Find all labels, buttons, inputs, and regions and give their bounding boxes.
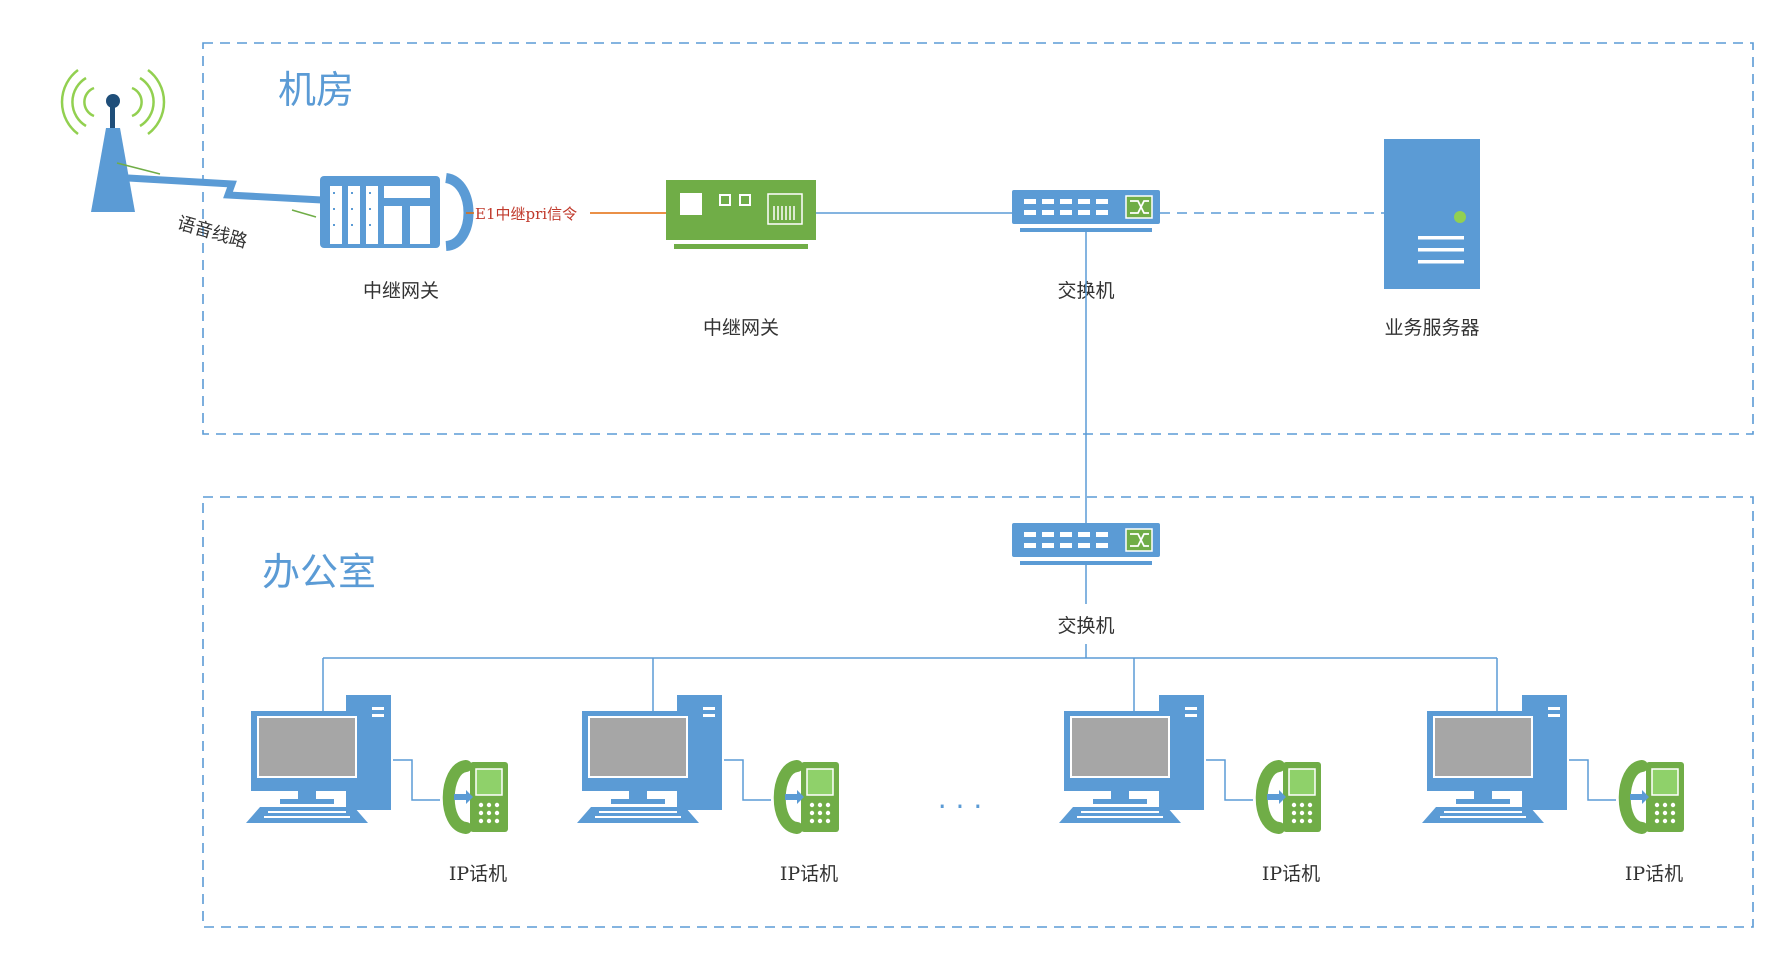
- ip-phone-icon: [1262, 762, 1321, 832]
- workstation: IP话机: [245, 694, 508, 885]
- office-title: 办公室: [262, 550, 376, 594]
- trunk-gateway-1-label: 中继网关: [363, 280, 439, 302]
- voice-line-label: 语音线路: [175, 213, 250, 253]
- computer-icon: [245, 694, 392, 824]
- machine-room-title: 机房: [278, 68, 354, 112]
- network-switch-icon: [1011, 522, 1161, 566]
- server-label: 业务服务器: [1384, 317, 1479, 339]
- e1-signal-label: E1中继pri信令: [475, 205, 577, 223]
- trunk-gateway-2-label: 中继网关: [703, 317, 779, 339]
- server-icon: [1384, 139, 1480, 289]
- machine-room-zone: [202, 42, 1754, 435]
- computer-icon: [576, 694, 723, 824]
- ip-phone-label: IP话机: [780, 863, 838, 885]
- computer-icon: [1058, 694, 1205, 824]
- office-switch-label: 交换机: [1057, 615, 1114, 637]
- voice-line-link: [127, 174, 323, 204]
- workstation: IP话机: [1058, 694, 1321, 885]
- network-switch-icon: [1011, 189, 1161, 233]
- ip-phone-icon: [449, 762, 508, 832]
- computer-icon: [1421, 694, 1568, 824]
- ip-phone-label: IP话机: [449, 863, 507, 885]
- gateway-device-icon: [666, 180, 816, 249]
- trunk-gateway-icon: [320, 173, 474, 251]
- office-zone: [202, 496, 1754, 928]
- ip-phone-icon: [1625, 762, 1684, 832]
- radio-tower-icon: [60, 69, 166, 212]
- ip-phone-label: IP话机: [1625, 863, 1683, 885]
- workstation: IP话机: [1421, 694, 1684, 885]
- ip-phone-icon: [780, 762, 839, 832]
- ip-phone-label: IP话机: [1262, 863, 1320, 885]
- more-workstations-ellipsis: · · ·: [938, 790, 983, 823]
- workstation: IP话机: [576, 694, 839, 885]
